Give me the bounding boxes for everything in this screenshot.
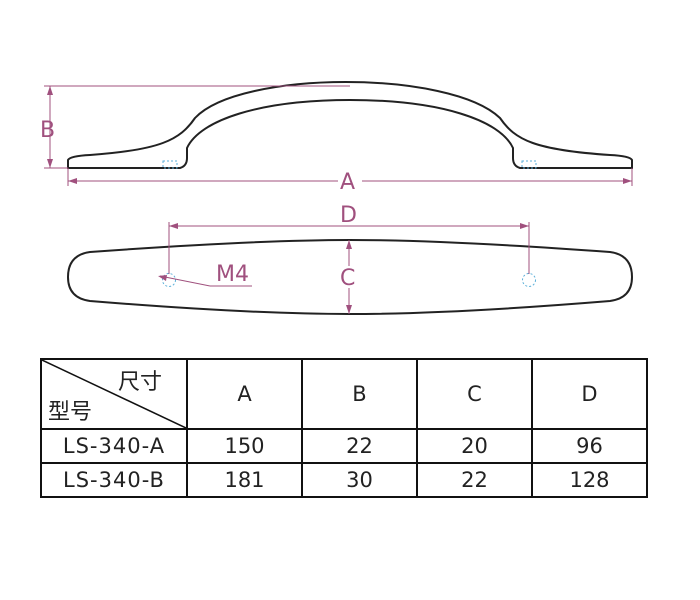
- table-header-c: C: [416, 358, 533, 430]
- table-header-d: D: [531, 358, 648, 430]
- corner-size-label: 尺寸: [117, 370, 162, 395]
- left-mount-hole-marker: [162, 160, 178, 169]
- dimension-a-label: A: [340, 170, 355, 195]
- table-header-row: 尺寸 型号 A B C D: [40, 358, 648, 430]
- dimension-c: [346, 240, 352, 314]
- table-cell-model: LS-340-A: [40, 428, 188, 464]
- table-row: LS-340-A 150 22 20 96: [40, 428, 648, 464]
- dimension-a: [67, 168, 633, 186]
- table-cell-c: 20: [416, 428, 533, 464]
- right-mount-hole-marker: [521, 160, 537, 169]
- handle-top-view-outline: [66, 238, 634, 316]
- dimension-d: [168, 222, 530, 274]
- table-cell-a: 181: [186, 462, 303, 498]
- dimension-c-label: C: [340, 266, 355, 291]
- table-cell-d: 128: [531, 462, 648, 498]
- handle-technical-drawing: B A D C M4: [40, 81, 634, 316]
- table-cell-b: 22: [301, 428, 418, 464]
- m4-leader: [158, 275, 252, 287]
- dimension-b-label: B: [40, 118, 55, 143]
- specification-table: 尺寸 型号 A B C D LS-340-A 150 22 20 96 LS-3…: [40, 358, 648, 498]
- dimension-d-label: D: [340, 203, 357, 228]
- dimension-b: [44, 85, 350, 169]
- table-cell-model: LS-340-B: [40, 462, 188, 498]
- corner-model-label: 型号: [48, 400, 93, 425]
- table-row: LS-340-B 181 30 22 128: [40, 462, 648, 498]
- table-cell-b: 30: [301, 462, 418, 498]
- table-cell-c: 22: [416, 462, 533, 498]
- handle-side-view-outline: [67, 81, 633, 169]
- table-header-b: B: [301, 358, 418, 430]
- corner-diagonal: [42, 360, 186, 428]
- table-header-a: A: [186, 358, 303, 430]
- table-cell-a: 150: [186, 428, 303, 464]
- m4-label: M4: [216, 262, 249, 287]
- table-corner-cell: 尺寸 型号: [40, 358, 188, 430]
- table-cell-d: 96: [531, 428, 648, 464]
- right-m4-hole: [522, 273, 536, 287]
